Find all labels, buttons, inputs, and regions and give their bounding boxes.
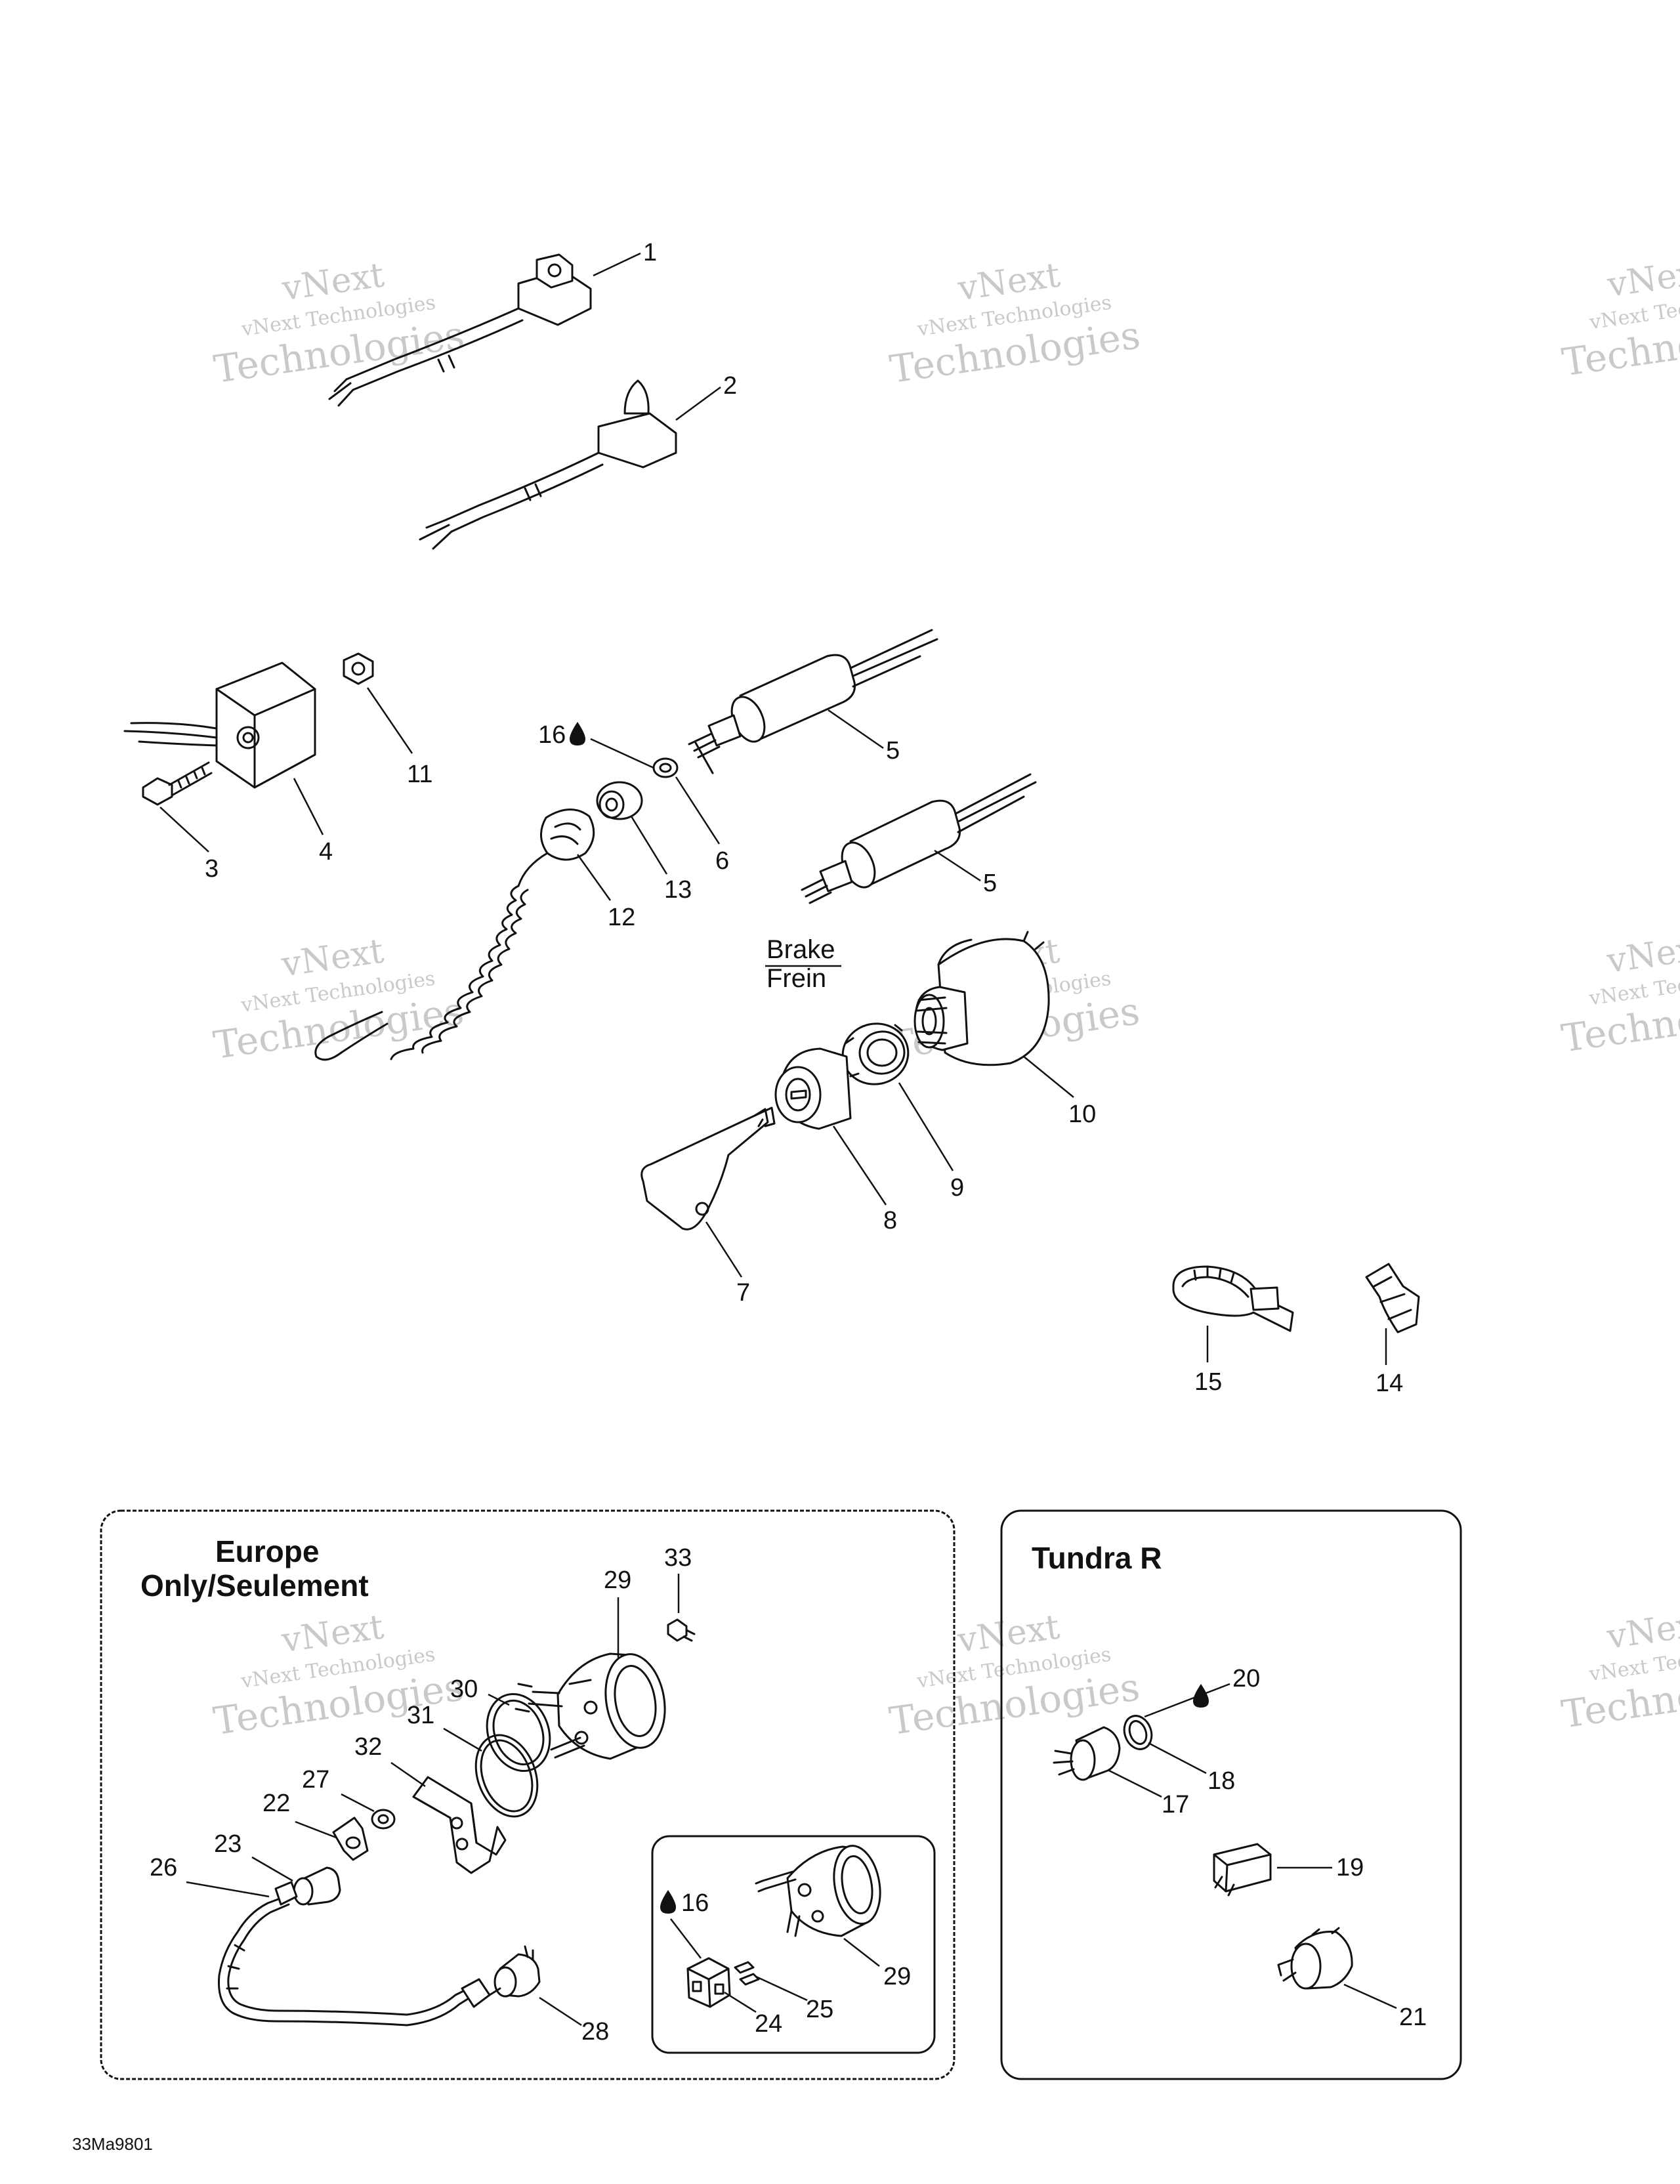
watermark-top-center: vNext vNext Technologies Technologies: [887, 255, 1143, 392]
callout-5-lower: 5: [983, 870, 997, 897]
part-8-switch-cap: [774, 1047, 852, 1130]
part-32-bracket: [412, 1776, 507, 1874]
part-12-tether-cord: [314, 808, 595, 1061]
part-13-grommet: [596, 781, 643, 820]
part-11-nut: [343, 652, 374, 685]
callout-14: 14: [1376, 1370, 1403, 1397]
callout-15: 15: [1194, 1368, 1222, 1396]
part-29-gauge-inset: [755, 1845, 881, 1937]
watermark-mid-right: vNext vNext Technologies Technologies: [1559, 928, 1680, 1061]
callout-17: 17: [1162, 1791, 1189, 1818]
callout-19: 19: [1336, 1854, 1364, 1881]
part-18-ring: [1123, 1715, 1153, 1750]
svg-text:Brake: Brake: [766, 935, 835, 964]
callout-9: 9: [950, 1174, 964, 1202]
callout-5-upper: 5: [886, 737, 900, 765]
part-14-clip: [1365, 1263, 1420, 1334]
part-5-lower-kill-switch: [801, 773, 1037, 904]
europe-panel: [100, 1509, 956, 2080]
callout-8: 8: [883, 1207, 897, 1234]
watermark-low-right: vNext vNext Technologies Technologies: [1559, 1604, 1680, 1737]
callout-23: 23: [214, 1830, 242, 1858]
part-17-indicator-light: [1053, 1726, 1121, 1781]
svg-text:vNext: vNext: [1604, 928, 1680, 981]
tundra-panel-title: Tundra R: [1032, 1541, 1162, 1575]
callout-12: 12: [608, 904, 635, 931]
part-31-o-ring: [474, 1734, 539, 1818]
part-3-screw: [142, 761, 213, 806]
drop-icon: [660, 1890, 676, 1914]
part-24-terminal-block: [686, 1957, 731, 2008]
brake-label: Brake Frein: [765, 935, 841, 993]
svg-text:Only/Seulement: Only/Seulement: [140, 1568, 369, 1603]
part-19-switch: [1213, 1843, 1272, 1897]
callout-33: 33: [664, 1544, 692, 1572]
callout-24: 24: [755, 2010, 782, 2038]
svg-text:vNext: vNext: [1605, 252, 1680, 305]
callout-27: 27: [302, 1766, 329, 1794]
callout-21: 21: [1399, 2004, 1427, 2031]
callout-25: 25: [806, 1996, 833, 2023]
part-23-bulb: [293, 1866, 341, 1906]
callout-32: 32: [354, 1733, 382, 1761]
part-5-upper-kill-switch: [688, 629, 938, 774]
drawing-code: 33Ma9801: [72, 2134, 153, 2154]
part-25-terminals: [734, 1961, 760, 1986]
europe-panel-title: Europe Only/Seulement: [140, 1534, 369, 1603]
callout-11: 11: [407, 761, 432, 788]
part-2-toggle-cable: [419, 379, 677, 550]
callout-16-upper: 16: [538, 721, 566, 749]
part-30-gasket: [486, 1692, 551, 1773]
part-7-key: [640, 1106, 776, 1230]
callout-13: 13: [664, 876, 692, 904]
callout-7: 7: [736, 1279, 750, 1307]
part-22-wing-nut: [332, 1816, 369, 1861]
watermark-top-right: vNext vNext Technologies Technologies: [1559, 252, 1680, 385]
watermark-top-left: vNext vNext Technologies Technologies: [211, 255, 467, 392]
callout-29-europe: 29: [604, 1566, 631, 1594]
part-1-switch-cable: [328, 253, 592, 407]
callout-22: 22: [262, 1790, 290, 1817]
watermark-low-center: vNext vNext Technologies Technologies: [887, 1607, 1143, 1744]
part-21-sensor: [1277, 1927, 1353, 1990]
callout-3: 3: [205, 855, 219, 883]
callout-28: 28: [581, 2018, 609, 2046]
callout-2: 2: [723, 372, 737, 400]
part-29-gauge: [514, 1652, 666, 1760]
part-9-ring-nut: [841, 1022, 910, 1085]
part-27-washer: [371, 1809, 396, 1830]
callout-6: 6: [715, 847, 729, 875]
drop-icon: [570, 722, 585, 746]
svg-text:Europe: Europe: [215, 1534, 319, 1568]
callout-26: 26: [150, 1854, 177, 1881]
svg-text:vNext: vNext: [1604, 1604, 1680, 1657]
callout-30: 30: [450, 1675, 478, 1703]
callout-16-lower: 16: [681, 1889, 709, 1917]
part-6-small-ring: [652, 757, 679, 778]
part-26-wire-harness: [217, 1881, 491, 2026]
part-4-module-block: [123, 662, 316, 789]
part-28-connector: [488, 1945, 541, 1998]
callout-31: 31: [407, 1702, 434, 1729]
callout-20: 20: [1232, 1665, 1260, 1692]
callout-4: 4: [319, 838, 333, 866]
part-10-ignition-switch: [914, 931, 1050, 1066]
callout-1: 1: [643, 239, 657, 266]
callout-10: 10: [1068, 1101, 1096, 1128]
europe-inset-panel: [651, 1835, 936, 2054]
svg-text:Frein: Frein: [766, 964, 826, 993]
part-33-screw: [667, 1618, 696, 1642]
callout-29-inset: 29: [883, 1963, 911, 1990]
tundra-panel: [1000, 1509, 1462, 2080]
part-15-cable-tie: [1172, 1265, 1294, 1332]
callout-18: 18: [1208, 1767, 1235, 1795]
